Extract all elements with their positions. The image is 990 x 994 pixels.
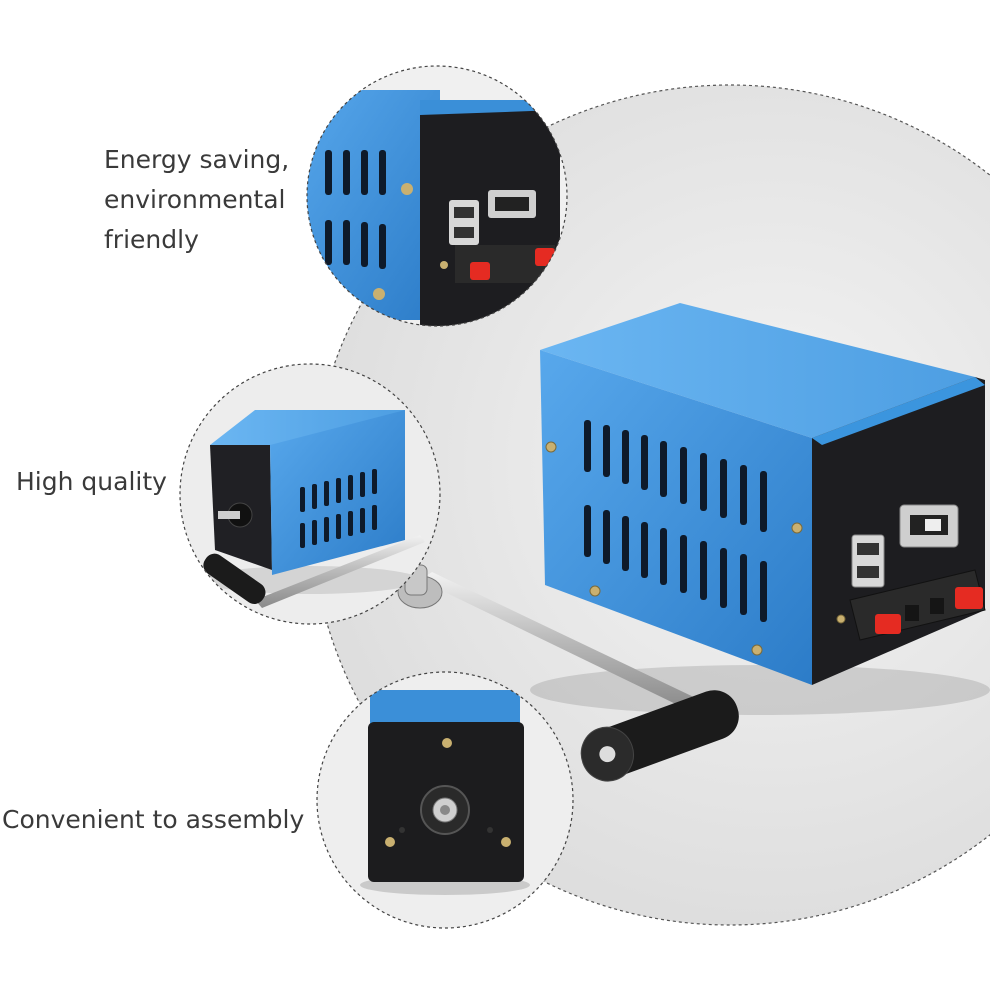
feature-energy-line-1: Energy saving, <box>104 145 290 174</box>
detail-circle-ports <box>306 65 568 327</box>
feature-convenient-assembly: Convenient to assembly <box>2 805 305 834</box>
feature-high-quality: High quality <box>16 467 167 496</box>
feature-energy-line-3: friendly <box>104 225 199 254</box>
detail-circle-assembly <box>316 671 574 929</box>
feature-energy-line-2: environmental <box>104 185 286 214</box>
detail-circle-quality <box>179 363 441 625</box>
feature-energy-saving: Energy saving, environmental friendly <box>104 140 289 260</box>
crank-handle <box>397 564 739 782</box>
